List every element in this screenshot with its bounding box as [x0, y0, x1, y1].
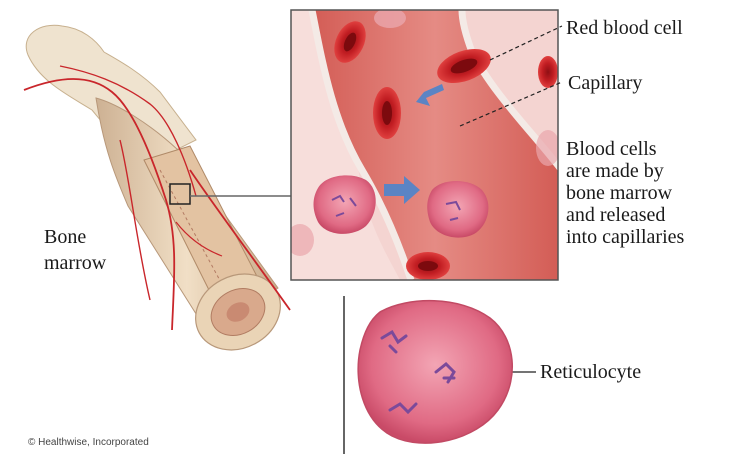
description-line: and released: [566, 204, 684, 226]
capillary-inset: [286, 8, 560, 280]
label-description: Blood cells are made by bone marrow and …: [566, 138, 684, 248]
red-blood-cell: [373, 87, 401, 139]
description-line: are made by: [566, 160, 684, 182]
description-line: into capillaries: [566, 226, 684, 248]
bone-illustration: [24, 25, 294, 364]
label-reticulocyte: Reticulocyte: [540, 361, 641, 383]
label-capillary: Capillary: [568, 72, 642, 94]
description-line: Blood cells: [566, 138, 684, 160]
reticulocyte-large: [358, 301, 512, 443]
description-line: bone marrow: [566, 182, 684, 204]
bone-marrow-line: marrow: [44, 250, 106, 276]
reticulocyte-cell: [314, 175, 376, 234]
bone-marrow-line: Bone: [44, 224, 106, 250]
red-blood-cell: [538, 56, 558, 88]
credit-text: © Healthwise, Incorporated: [28, 437, 149, 448]
reticulocyte-cell: [427, 181, 488, 238]
label-bone-marrow: Bone marrow: [44, 224, 106, 276]
label-red-blood-cell: Red blood cell: [566, 17, 683, 39]
red-blood-cell: [406, 252, 450, 280]
